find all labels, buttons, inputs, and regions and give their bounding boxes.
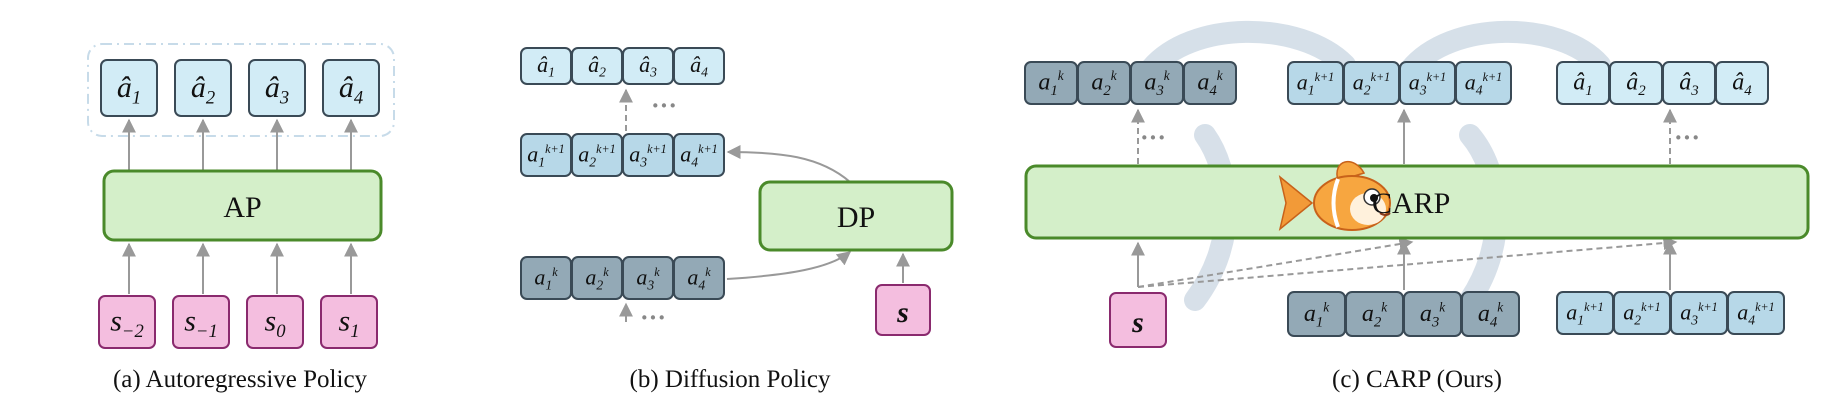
ellipsis-right: ··· (1674, 123, 1700, 152)
final-token-4 (1715, 61, 1769, 105)
carp-block (1024, 164, 1810, 240)
state-token-3 (246, 295, 304, 349)
denoised-token-4 (673, 47, 725, 85)
state-label: s (896, 296, 909, 329)
input-coarse-token-4 (1461, 291, 1520, 337)
state-box (875, 284, 931, 336)
ellipsis-bottom: ··· (640, 303, 666, 332)
k-token-4 (673, 256, 725, 300)
k1-token-3-label: a3k+1 (629, 142, 666, 170)
state-label: s (1131, 306, 1144, 339)
coarse-token-4 (1183, 61, 1237, 105)
scale-arrows (1131, 108, 1678, 290)
dp-to-output-arrow (726, 145, 851, 183)
state-token-2-label: s−1 (184, 304, 218, 342)
output-token-1 (100, 59, 158, 117)
caption-b: (b) Diffusion Policy (630, 366, 831, 393)
state-to-scale2-arrow (1137, 237, 1414, 288)
input-refined-token-4 (1727, 291, 1785, 335)
goldfish-icon (1278, 160, 1391, 231)
dp-block (758, 180, 954, 252)
denoise-arrows (619, 88, 910, 322)
state-token-2 (172, 295, 230, 349)
dp-block-label: DP (837, 201, 875, 234)
output-token-2 (174, 59, 232, 117)
carp-block-label: CARP (1372, 187, 1450, 220)
ellipsis-top: ··· (651, 91, 677, 120)
state-token-4 (320, 295, 378, 349)
caption-c: (c) CARP (Ours) (1332, 366, 1502, 393)
noisy-to-dp-arrow (726, 251, 852, 280)
output-token-4 (322, 59, 380, 117)
ap-block (102, 169, 383, 242)
state-to-output-arrows (122, 118, 358, 294)
state-token-1 (98, 295, 156, 349)
k1-token-4 (673, 133, 725, 177)
refined-token-4 (1455, 61, 1512, 105)
output-group-frame (87, 43, 395, 137)
ellipsis-left: ··· (1140, 123, 1166, 152)
caption-a: (a) Autoregressive Policy (113, 366, 368, 393)
output-token-3 (248, 59, 306, 117)
state-box (1109, 292, 1167, 348)
ap-block-label: AP (223, 191, 261, 224)
